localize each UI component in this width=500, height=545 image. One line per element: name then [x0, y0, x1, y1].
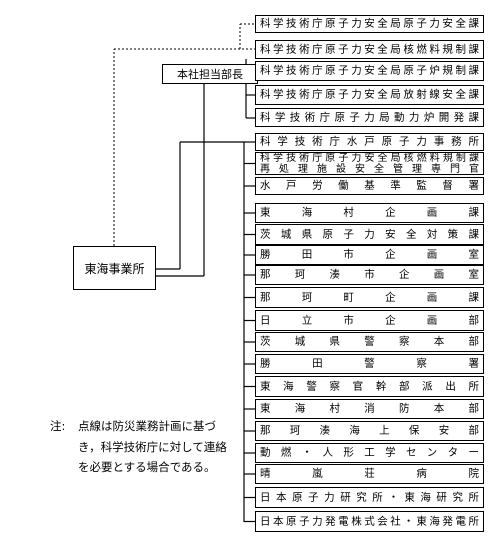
main-agency-box: 日立市企画部 — [255, 310, 484, 331]
agency-label-line: 再処理施設安全管理専門官 — [260, 163, 479, 175]
agency-label: 那珂湊市企画室 — [260, 268, 479, 281]
agency-label: 晴嵐荘病院 — [260, 467, 479, 480]
agency-label: 科学技術庁原子力局動力炉開発課 — [260, 111, 479, 123]
top-agency-box: 科学技術庁原子力安全局核燃料規制課 — [255, 40, 484, 59]
agency-label: 日本原子力発電株式会社・東海発電所 — [260, 515, 479, 527]
note-body: 点線は防災業務計画に基づき，科学技術庁に対して連絡を必要とする場合である。 — [78, 419, 227, 474]
main-agency-box: 動燃・人形工学センター — [255, 443, 484, 463]
hq-manager-label: 本社担当部長 — [177, 68, 243, 81]
agency-label: 科学技術庁原子力安全局核燃料規制課 — [260, 43, 479, 55]
agency-label: 科学技術庁原子力安全局原子炉規制課 — [260, 64, 479, 77]
agency-label: 勝田市企画室 — [260, 248, 479, 261]
agency-label: 東海警察官幹部派出所 — [260, 380, 479, 392]
agency-label-line: 科学技術庁原子力安全局核燃料規制課 — [260, 152, 479, 164]
main-agency-box: 茨城県原子力安全対策課 — [255, 224, 484, 245]
main-agency-box: 科学技術庁水戸原子力事務所 — [255, 133, 484, 151]
top-agency-box: 科学技術庁原子力安全局原子炉規制課 — [255, 61, 484, 81]
agency-label: 東海村消防本部 — [260, 402, 479, 415]
main-agency-box: 那珂町企画課 — [255, 287, 484, 308]
tokai-office-label: 東海事業所 — [84, 261, 145, 276]
agency-label: 茨城県原子力安全対策課 — [260, 228, 479, 240]
main-agency-box: 晴嵐荘病院 — [255, 464, 484, 484]
main-agency-box: 東海警察官幹部派出所 — [255, 376, 484, 397]
top-agency-box: 科学技術庁原子力局動力炉開発課 — [255, 108, 484, 127]
agency-label: 那珂湊海上保安部 — [260, 424, 479, 437]
agency-label: 動燃・人形工学センター — [260, 446, 479, 459]
note-head: 注: — [50, 419, 66, 433]
agency-label: 科学技術庁原子力安全局放射線安全課 — [260, 88, 479, 101]
agency-label: 茨城県警察本部 — [260, 335, 479, 348]
main-agency-box: 水戸労働基準監督署 — [255, 177, 484, 195]
agency-label: 科学技術庁原子力安全局核燃料規制課再処理施設安全管理専門官 — [260, 152, 479, 175]
tokai-office-box: 東海事業所 — [73, 246, 156, 290]
top-agency-box: 科学技術庁原子力安全局原子力安全課 — [255, 15, 484, 33]
agency-label: 科学技術庁原子力安全局原子力安全課 — [260, 17, 479, 30]
main-agency-box: 東海村企画課 — [255, 203, 484, 223]
main-agency-box: 勝田警察署 — [255, 354, 484, 374]
main-agency-box: 東海村消防本部 — [255, 399, 484, 419]
agency-label: 那珂町企画課 — [260, 291, 479, 303]
agency-label: 日本原子力研究所・東海研究所 — [260, 491, 479, 503]
agency-label: 水戸労働基準監督署 — [260, 179, 479, 192]
main-agency-box: 科学技術庁原子力安全局核燃料規制課再処理施設安全管理専門官 — [255, 152, 484, 175]
top-agency-box: 科学技術庁原子力安全局放射線安全課 — [255, 85, 484, 105]
main-agency-box: 勝田市企画室 — [255, 245, 484, 265]
main-agency-box: 茨城県警察本部 — [255, 332, 484, 352]
agency-label: 日立市企画部 — [260, 314, 479, 326]
agency-label: 科学技術庁水戸原子力事務所 — [260, 135, 479, 148]
hq-manager-box: 本社担当部長 — [162, 64, 258, 84]
main-agency-box: 那珂湊海上保安部 — [255, 421, 484, 441]
agency-label: 勝田警察署 — [260, 357, 479, 370]
main-agency-box: 日本原子力発電株式会社・東海発電所 — [255, 511, 484, 532]
main-agency-box: 日本原子力研究所・東海研究所 — [255, 487, 484, 508]
agency-label: 東海村企画課 — [260, 206, 479, 219]
main-agency-box: 那珂湊市企画室 — [255, 265, 484, 285]
